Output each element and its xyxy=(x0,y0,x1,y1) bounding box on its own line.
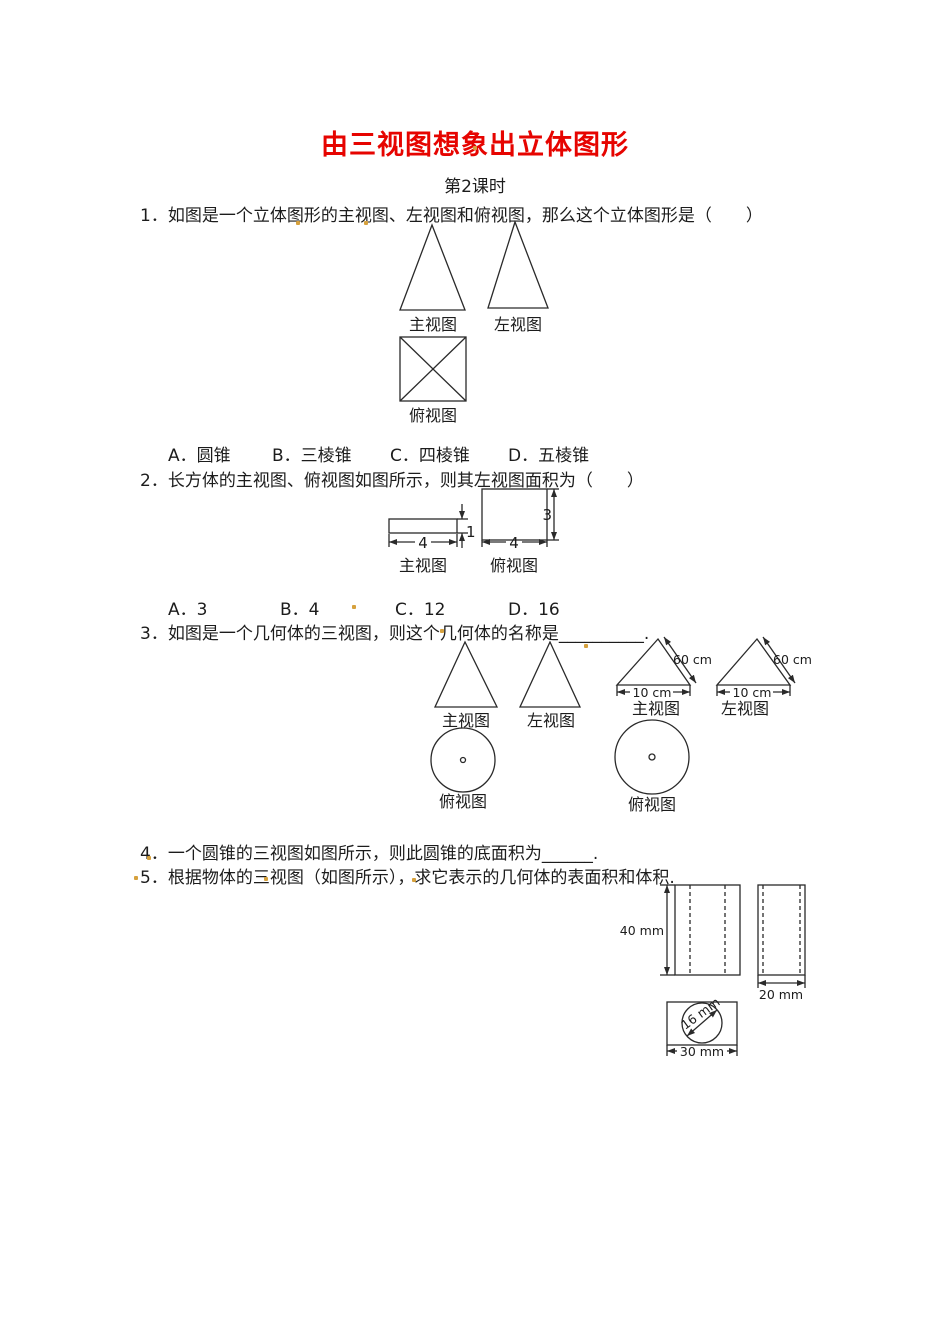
q3-side-triangle xyxy=(518,640,582,708)
q1-option-b: B．三棱锥 xyxy=(272,446,352,466)
q5-width-value: 30 mm xyxy=(680,1044,724,1059)
artifact-dot xyxy=(473,146,477,150)
question-4-figure: 60 cm 10 cm 主视图 60 cm 10 cm 左视图 俯视图 xyxy=(596,634,846,816)
question-3-text: 3．如图是一个几何体的三视图，则这个几何体的名称是__________. xyxy=(140,624,650,644)
q4-side-slant-value: 60 cm xyxy=(773,652,812,667)
q1-front-label: 主视图 xyxy=(409,315,457,334)
artifact-dot xyxy=(364,221,368,225)
page-title: 由三视图想象出立体图形 xyxy=(0,123,950,162)
q2-top-width-value: 4 xyxy=(509,534,519,552)
q5-depth-value: 20 mm xyxy=(759,987,803,1002)
q5-hole-diameter-arrow xyxy=(686,1009,718,1037)
artifact-dot xyxy=(264,877,268,881)
q1-front-triangle xyxy=(399,223,466,311)
question-2-text: 2．长方体的主视图、俯视图如图所示，则其左视图面积为（ ） xyxy=(140,471,644,491)
question-2-options: A．3 B．4 C．12 D．16 xyxy=(168,595,560,620)
artifact-dot xyxy=(412,878,416,882)
question-1-figure: 主视图 左视图 俯视图 xyxy=(393,218,603,430)
q5-top-circle xyxy=(681,1002,723,1044)
q1-option-c: C．四棱锥 xyxy=(390,446,470,466)
artifact-dot xyxy=(352,605,356,609)
q2-top-rect xyxy=(481,488,548,541)
lesson-subtitle: 第2课时 xyxy=(444,177,506,197)
q1-side-triangle xyxy=(487,220,549,309)
q1-side-label: 左视图 xyxy=(494,315,542,334)
q4-top-circle xyxy=(614,719,690,795)
q2-front-width-value: 4 xyxy=(418,534,428,552)
question-3-figure: 主视图 左视图 俯视图 xyxy=(423,640,598,822)
artifact-dot xyxy=(134,876,138,880)
q2-front-height-value: 1 xyxy=(466,523,476,541)
artifact-dot xyxy=(440,629,444,633)
q2-top-label: 俯视图 xyxy=(490,556,538,575)
q1-option-a: A．圆锥 xyxy=(168,446,231,466)
q4-side-slant-arrow xyxy=(762,636,796,684)
q4-side-label: 左视图 xyxy=(721,699,769,718)
q3-front-triangle xyxy=(433,640,499,708)
artifact-dot xyxy=(147,856,151,860)
q4-front-slant-value: 60 cm xyxy=(673,652,712,667)
q4-front-base-value: 10 cm xyxy=(633,685,672,700)
q2-option-d: D．16 xyxy=(508,600,560,620)
q5-front-rect xyxy=(674,884,741,976)
q5-height-value: 40 mm xyxy=(620,923,664,938)
question-1-options: A．圆锥 B．三棱锥 C．四棱锥 D．五棱锥 xyxy=(168,441,589,466)
q3-circle-center-dot xyxy=(459,756,467,764)
q2-front-label: 主视图 xyxy=(399,556,447,575)
q4-circle-center-dot xyxy=(648,753,656,761)
q4-side-base-value: 10 cm xyxy=(733,685,772,700)
q1-square-diagonal-2 xyxy=(399,336,467,402)
question-5-text: 5．根据物体的三视图（如图所示），求它表示的几何体的表面积和体积. xyxy=(140,868,675,888)
q2-option-c: C．12 xyxy=(395,600,446,620)
artifact-dot xyxy=(584,644,588,648)
question-2-figure: 4 1 主视图 4 3 俯视图 xyxy=(386,486,646,580)
q2-front-rect xyxy=(388,518,458,534)
question-1-text: 1．如图是一个立体图形的主视图、左视图和俯视图，那么这个立体图形是（ ） xyxy=(140,206,763,226)
q5-top-rect xyxy=(666,1001,738,1046)
q4-front-label: 主视图 xyxy=(632,699,680,718)
q1-option-d: D．五棱锥 xyxy=(508,446,590,466)
q1-top-square xyxy=(399,336,467,402)
q4-front-slant-arrow xyxy=(663,636,697,684)
artifact-dot xyxy=(296,221,300,225)
question-4-text: 4．一个圆锥的三视图如图所示，则此圆锥的底面积为______. xyxy=(140,844,599,864)
q2-option-a: A．3 xyxy=(168,600,208,620)
question-5-figure: 40 mm 20 mm 16 mm 30 mm xyxy=(610,878,820,1070)
q2-top-height-value: 3 xyxy=(542,506,552,524)
q2-option-b: B．4 xyxy=(280,600,320,620)
q3-side-label: 左视图 xyxy=(527,711,575,730)
q3-top-circle xyxy=(430,727,496,793)
q3-top-label: 俯视图 xyxy=(439,792,487,811)
q3-front-label: 主视图 xyxy=(442,711,490,730)
q1-top-label: 俯视图 xyxy=(409,406,457,425)
q5-side-rect xyxy=(757,884,806,976)
q4-top-label: 俯视图 xyxy=(628,795,676,814)
